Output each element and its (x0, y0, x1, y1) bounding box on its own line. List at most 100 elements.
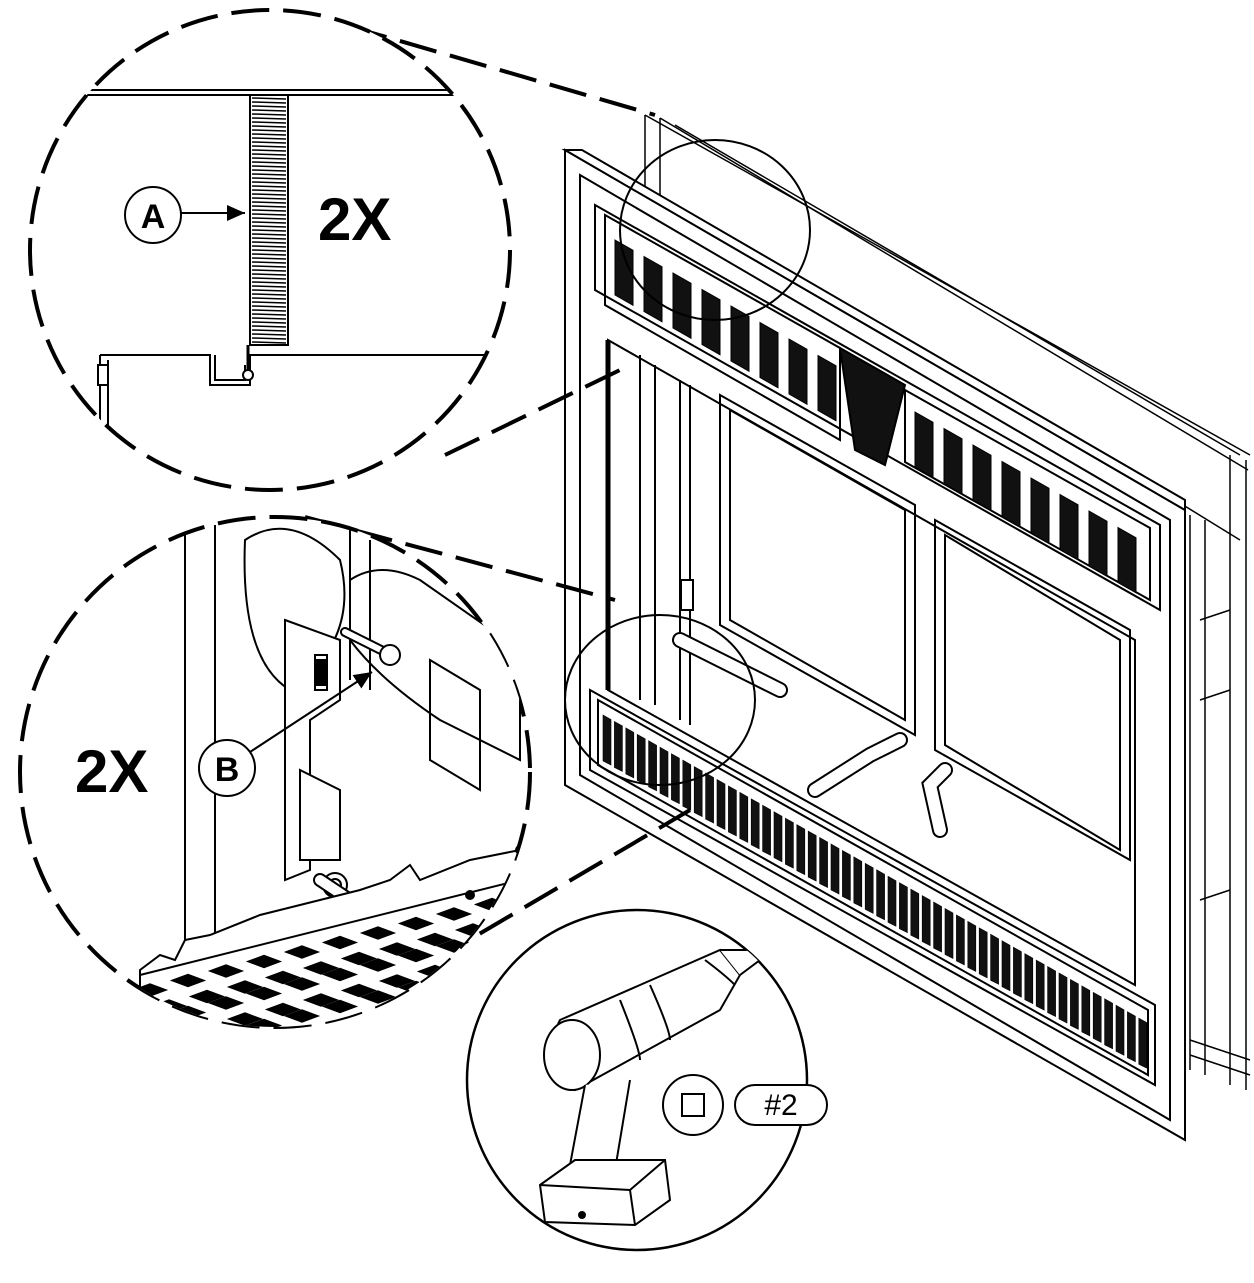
louver-slot (682, 759, 692, 811)
mesh-cell (359, 990, 397, 1004)
mesh-cell (207, 964, 245, 978)
spring-coil (251, 237, 287, 240)
louver-slot (636, 733, 646, 785)
louver-slot (956, 914, 965, 966)
spring-coil (251, 341, 287, 344)
mesh-cell (134, 1048, 166, 1060)
spring-coil (251, 209, 287, 212)
louver-slot (643, 255, 663, 323)
louver-slot (842, 849, 851, 901)
spring-coil (251, 217, 287, 220)
mesh-cell (188, 1021, 226, 1027)
louver-slot (1001, 940, 1011, 992)
mesh-cell (454, 955, 492, 969)
mesh-cell (226, 1012, 264, 1026)
mesh-cell (416, 996, 454, 1011)
louver-slot (1127, 1011, 1136, 1063)
louver-slot (739, 791, 749, 843)
mesh-cell (283, 945, 321, 959)
mesh-cell (340, 951, 378, 966)
louver-slot (1047, 966, 1056, 1018)
fireplace-insert-assembly (561, 114, 1251, 1142)
louver-slot (750, 798, 760, 850)
gasket-spring-coils (251, 97, 287, 344)
spring-coil (251, 285, 287, 288)
detail-b-quantity: 2X (75, 738, 148, 805)
spring-coil (251, 301, 287, 304)
mesh-cell (229, 1045, 261, 1057)
spring-coil (251, 249, 287, 252)
spring-coil (251, 241, 287, 244)
spring-coil (251, 141, 287, 144)
louver-slot (990, 933, 999, 985)
spring-coil (251, 305, 287, 308)
mesh-cell (321, 967, 359, 982)
spring-coil (251, 333, 287, 336)
spring-coil (251, 133, 287, 136)
mesh-cell (226, 980, 264, 994)
mesh-cell (321, 999, 359, 1014)
spring-coil (251, 185, 287, 188)
louver-slot (967, 920, 977, 972)
spring-coil (251, 177, 287, 180)
louver-slot (807, 830, 817, 882)
louver-slot (701, 288, 721, 356)
louver-slot (921, 895, 931, 947)
spring-coil (251, 165, 287, 168)
louver-slot (876, 869, 885, 921)
mesh-cell (153, 1064, 185, 1076)
mesh-cell (454, 987, 492, 1001)
spring-coil (251, 113, 287, 116)
mesh-cell (283, 977, 321, 991)
spring-coil (251, 273, 287, 276)
mesh-cell (191, 1055, 223, 1067)
spring-coil (251, 145, 287, 148)
spring-coil (251, 253, 287, 256)
mesh-cell (378, 974, 416, 988)
spring-coil (251, 173, 287, 176)
detail-locator-circles (564, 139, 811, 786)
louver-slot (659, 746, 669, 798)
louver-slot (1092, 991, 1102, 1043)
spring-coil (251, 193, 287, 196)
spring-coil (251, 197, 287, 200)
louver-slot (796, 824, 806, 876)
louver-slot (1104, 998, 1113, 1050)
louver-slot (602, 714, 612, 766)
louver-slot (1035, 959, 1045, 1011)
louver-slot (716, 778, 726, 830)
square-bit-icon (681, 1093, 705, 1117)
louver-slot (943, 427, 963, 495)
mesh-cell (302, 993, 340, 1007)
spring-coil (251, 265, 287, 268)
louver-slot (693, 766, 703, 818)
louver-slot (730, 305, 750, 373)
spring-coil (251, 261, 287, 264)
louver-slot (614, 239, 634, 307)
mesh-cell (378, 1006, 416, 1020)
spring-coil (251, 225, 287, 228)
spring-coil (251, 321, 287, 324)
louver-slot (614, 720, 623, 772)
spring-coil (251, 97, 287, 100)
louver-slot (864, 862, 874, 914)
spring-coil (251, 161, 287, 164)
top-louvers-left (614, 239, 837, 422)
louver-slot (1115, 1004, 1125, 1056)
bit-size-label: #2 (764, 1089, 797, 1122)
spring-coil (251, 121, 287, 124)
spring-coil (251, 269, 287, 272)
louver-slot (910, 888, 920, 940)
louver-slot (728, 785, 737, 837)
mesh-cell (267, 1036, 299, 1048)
spring-coil (251, 317, 287, 320)
louver-slot (1138, 1017, 1148, 1069)
louver-slot (1081, 985, 1091, 1037)
spring-coil (251, 221, 287, 224)
louver-slot (1001, 460, 1021, 528)
mesh-cell (321, 935, 359, 950)
louver-slot (648, 740, 657, 792)
spring-coil (251, 337, 287, 340)
louver-slot (1013, 946, 1022, 998)
